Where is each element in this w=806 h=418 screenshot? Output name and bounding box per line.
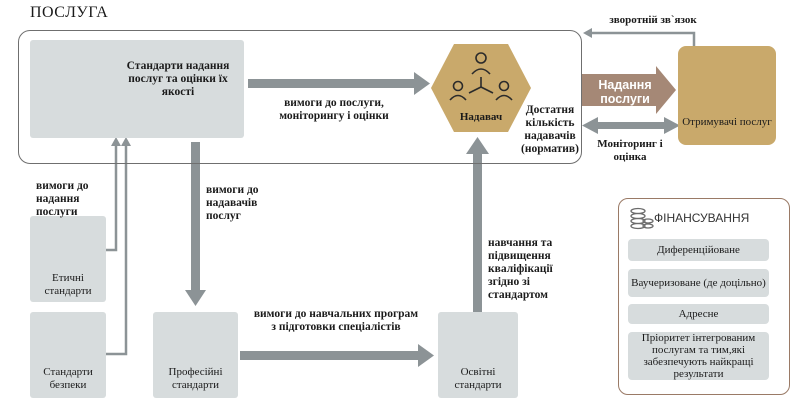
feedback-label: зворотній зв`язок: [609, 14, 697, 26]
service-frame: [18, 30, 582, 164]
provider-label: Надавач: [459, 111, 503, 123]
ethical-label: Етичні стандарти: [44, 272, 92, 297]
line-safety-to-standards: [106, 137, 131, 356]
financing-item: Ваучеризоване (де доцільно): [628, 269, 769, 297]
safety-box: [30, 312, 106, 398]
people-network-icon: [449, 52, 513, 101]
diagram-title: ПОСЛУГА: [30, 4, 109, 21]
service-requirements-label: вимоги до послуги, моніторингу і оцінки: [279, 97, 389, 122]
provider-hexagon: [431, 44, 531, 132]
requirements-for-providers-label: вимоги до надавачів послуг: [206, 184, 259, 222]
safety-label: Стандарти безпеки: [43, 366, 93, 391]
training-label: навчання та підвищення кваліфікації згід…: [488, 237, 553, 301]
recipients-box: [678, 46, 776, 145]
arrow-standards-to-provider: [248, 72, 430, 95]
curricula-requirements-label: вимоги до навчальних програм з підготовк…: [253, 308, 419, 333]
standards-box: [30, 40, 244, 138]
arrow-monitoring: [582, 117, 680, 134]
arrow-educational-to-provider: [466, 137, 489, 314]
educational-box: [438, 312, 518, 398]
financing-item: Адресне: [628, 304, 769, 324]
standards-label: Стандарти надання послуг та оцінки їх як…: [126, 60, 230, 98]
financing-frame: [618, 198, 790, 395]
arrow-feedback: [583, 28, 696, 48]
arrow-professional-to-educational: [240, 344, 434, 367]
requirements-for-service-label: вимоги до надання послуги: [36, 180, 89, 218]
financing-item: Диференційоване: [628, 239, 769, 261]
arrow-standards-to-professional: [185, 142, 206, 306]
financing-item: Пріоритет інтегрованим послугам та тим,я…: [628, 332, 769, 380]
sufficient-providers-label: Достатня кількість надавачів (норматив): [521, 104, 579, 155]
arrow-service-delivery: [581, 66, 676, 114]
financing-title: ФІНАНСУВАННЯ: [654, 211, 750, 225]
line-ethical-to-standards: [106, 137, 121, 252]
ethical-box: [30, 216, 106, 302]
recipients-label: Отримувачі послуг: [682, 116, 772, 128]
educational-label: Освітні стандарти: [454, 366, 502, 391]
professional-label: Професійні стандарти: [168, 366, 223, 391]
coins-icon: [630, 207, 654, 230]
monitoring-label: Моніторинг і оцінка: [597, 138, 663, 163]
professional-box: [153, 312, 238, 398]
service-delivery-label: Надання послуги: [598, 78, 652, 106]
